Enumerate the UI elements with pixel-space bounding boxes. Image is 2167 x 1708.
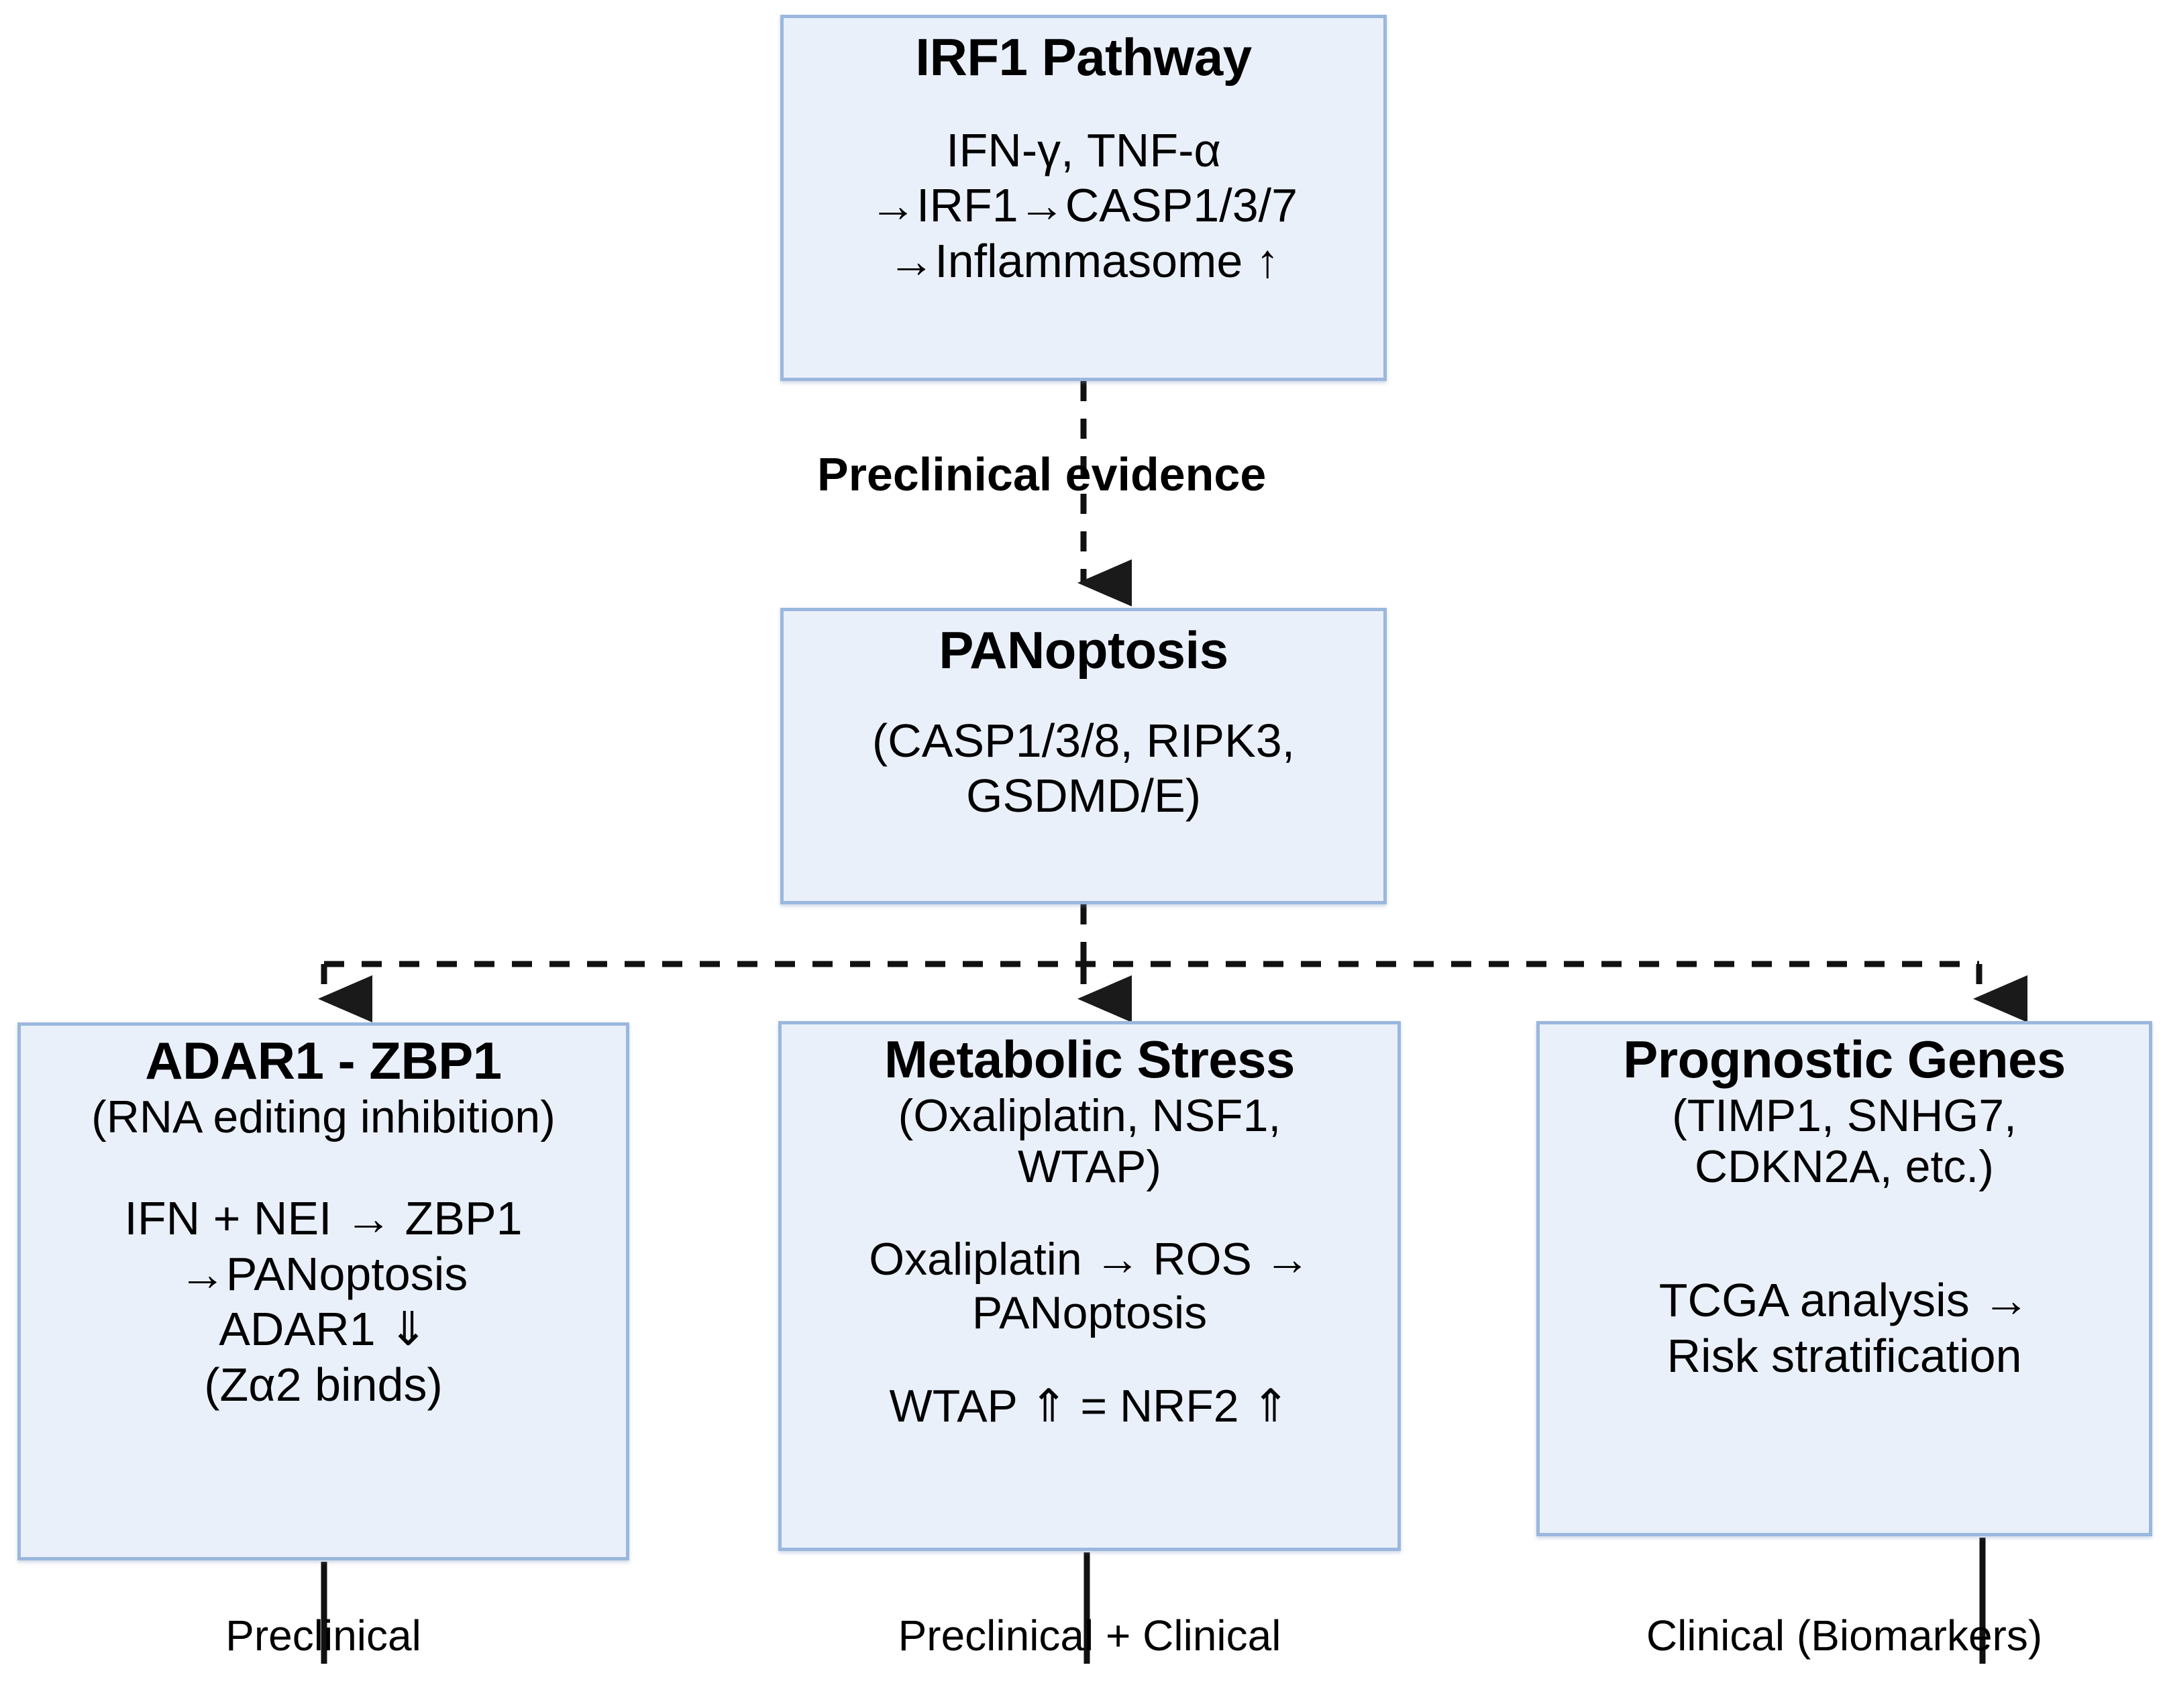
node-adar1-body: IFN + NEI → ZBP1 →PANoptosis ADAR1 ⇓ (Zα… [124, 1192, 523, 1411]
node-panoptosis[interactable]: PANoptosis (CASP1/3/8, RIPK3, GSDMD/E) [780, 608, 1387, 904]
node-prognostic-title: Prognostic Genes [1623, 1030, 2066, 1089]
node-panoptosis-body: (CASP1/3/8, RIPK3, GSDMD/E) [871, 714, 1296, 822]
node-adar1-title: ADAR1 - ZBP1 [145, 1031, 502, 1090]
node-metabolic-title: Metabolic Stress [884, 1030, 1295, 1089]
node-irf1-title: IRF1 Pathway [915, 28, 1252, 87]
connector-panoptosis-branch [318, 904, 2027, 1022]
node-metabolic-subtitle: (Oxaliplatin, NSF1, WTAP) [898, 1089, 1281, 1193]
footer-label-prognostic: Clinical (Biomarkers) [1646, 1611, 2043, 1660]
footer-label-adar1: Preclinical [225, 1611, 421, 1660]
node-metabolic-stress[interactable]: Metabolic Stress (Oxaliplatin, NSF1, WTA… [778, 1021, 1401, 1551]
edge-label-preclinical-evidence: Preclinical evidence [817, 448, 1267, 500]
node-irf1-body: IFN-γ, TNF-α →IRF1→CASP1/3/7 →Inflammaso… [869, 123, 1298, 288]
node-panoptosis-title: PANoptosis [939, 621, 1228, 680]
footer-label-metabolic: Preclinical + Clinical [898, 1611, 1281, 1660]
node-metabolic-body: Oxaliplatin → ROS → PANoptosis [869, 1234, 1310, 1339]
node-prognostic-body: TCGA analysis → Risk stratification [1658, 1274, 2030, 1382]
node-metabolic-body-secondary: WTAP ⇑ = NRF2 ⇑ [889, 1380, 1290, 1432]
node-prognostic-subtitle: (TIMP1, SNHG7, CDKN2A, etc.) [1672, 1089, 2017, 1193]
node-prognostic-genes[interactable]: Prognostic Genes (TIMP1, SNHG7, CDKN2A, … [1536, 1021, 2152, 1536]
node-adar1-subtitle: (RNA editing inhibition) [91, 1091, 556, 1142]
node-adar1-zbp1[interactable]: ADAR1 - ZBP1 (RNA editing inhibition) IF… [17, 1022, 629, 1560]
node-irf1-pathway[interactable]: IRF1 Pathway IFN-γ, TNF-α →IRF1→CASP1/3/… [780, 15, 1387, 381]
